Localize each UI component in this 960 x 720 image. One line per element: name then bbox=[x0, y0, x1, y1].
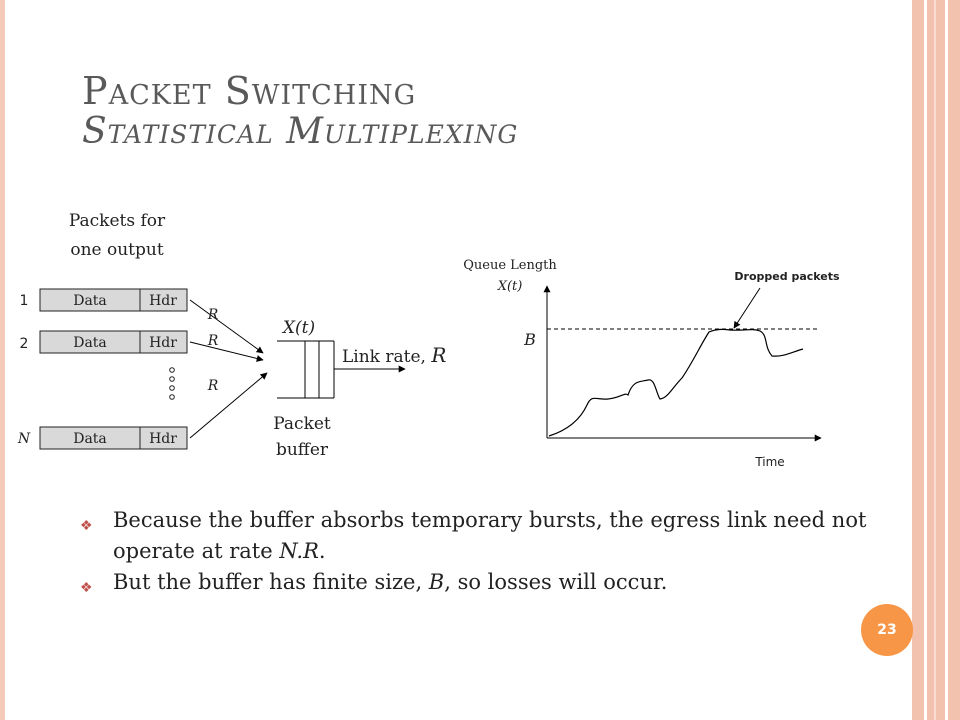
packet-2-hdr-cell bbox=[139, 330, 188, 354]
dropped-packets-annotation: Dropped packets bbox=[734, 270, 840, 283]
input-arrow-1 bbox=[189, 299, 264, 354]
bullet-list: ❖ Because the buffer absorbs temporary b… bbox=[80, 505, 880, 604]
input-rate-label-2: R bbox=[207, 333, 219, 349]
input-rate-label-1: R bbox=[207, 307, 219, 323]
bullet-2-text-em: B bbox=[428, 570, 445, 594]
plot-y-label-line2: X(t) bbox=[497, 279, 523, 294]
title-line-2: Statistical Multiplexing bbox=[82, 111, 519, 152]
bullet-1-text-b: . bbox=[318, 539, 326, 563]
title-line-1: Packet Switching bbox=[82, 69, 417, 113]
plot-y-label-line1: Queue Length bbox=[463, 258, 557, 273]
packet-1-hdr-label: Hdr bbox=[149, 293, 177, 309]
diamond-bullet-icon: ❖ bbox=[80, 580, 93, 596]
packet-n-hdr-cell bbox=[139, 426, 188, 450]
left-border bbox=[0, 0, 5, 720]
link-rate-text: Link rate, bbox=[342, 347, 431, 367]
packet-buffer-queue bbox=[277, 340, 335, 399]
packet-1-hdr-cell bbox=[139, 288, 188, 312]
input-arrow-2 bbox=[189, 341, 264, 362]
bullet-text: Because the buffer absorbs temporary bur… bbox=[113, 505, 880, 567]
bullet-1-text-a: Because the buffer absorbs temporary bur… bbox=[113, 508, 867, 563]
link-rate-symbol: R bbox=[430, 343, 446, 367]
plot-x-label: Time bbox=[754, 455, 784, 469]
input-rate-label-n: R bbox=[207, 378, 219, 394]
link-rate-label: Link rate, R bbox=[342, 343, 446, 367]
packet-index-n: N bbox=[17, 431, 31, 447]
buffer-caption-line1: Packet bbox=[273, 414, 331, 434]
queue-occupancy-label: X(t) bbox=[281, 318, 315, 338]
bullet-2-text-a: But the buffer has finite size, bbox=[113, 570, 429, 594]
packet-1-data-label: Data bbox=[73, 293, 107, 309]
dropped-packets-arrow bbox=[733, 287, 761, 329]
packets-caption-line1: Packets for bbox=[69, 211, 166, 231]
slide-title: Packet Switching Statistical Multiplexin… bbox=[82, 70, 842, 152]
bullet-1-text-em: N.R bbox=[279, 539, 319, 563]
bullet-item: ❖ Because the buffer absorbs temporary b… bbox=[80, 505, 880, 567]
bullet-item: ❖ But the buffer has finite size, B, so … bbox=[80, 567, 880, 604]
packet-index-2: 2 bbox=[20, 336, 29, 352]
input-arrow-n bbox=[189, 372, 268, 439]
packets-caption-line2: one output bbox=[70, 240, 163, 260]
right-border bbox=[912, 0, 960, 720]
diamond-bullet-icon: ❖ bbox=[80, 518, 93, 534]
packet-2-data-label: Data bbox=[73, 335, 107, 351]
packet-ellipsis bbox=[169, 367, 175, 400]
packet-index-1: 1 bbox=[20, 293, 29, 309]
threshold-label: B bbox=[523, 330, 536, 349]
queue-length-curve bbox=[548, 328, 804, 437]
page-number-badge: 23 bbox=[861, 604, 913, 656]
packet-n-hdr-label: Hdr bbox=[149, 431, 177, 447]
packet-2-hdr-label: Hdr bbox=[149, 335, 177, 351]
bullet-2-text-b: , so losses will occur. bbox=[444, 570, 668, 594]
packet-n-data-label: Data bbox=[73, 431, 107, 447]
bullet-text: But the buffer has finite size, B, so lo… bbox=[113, 567, 880, 598]
buffer-caption-line2: buffer bbox=[276, 440, 329, 460]
